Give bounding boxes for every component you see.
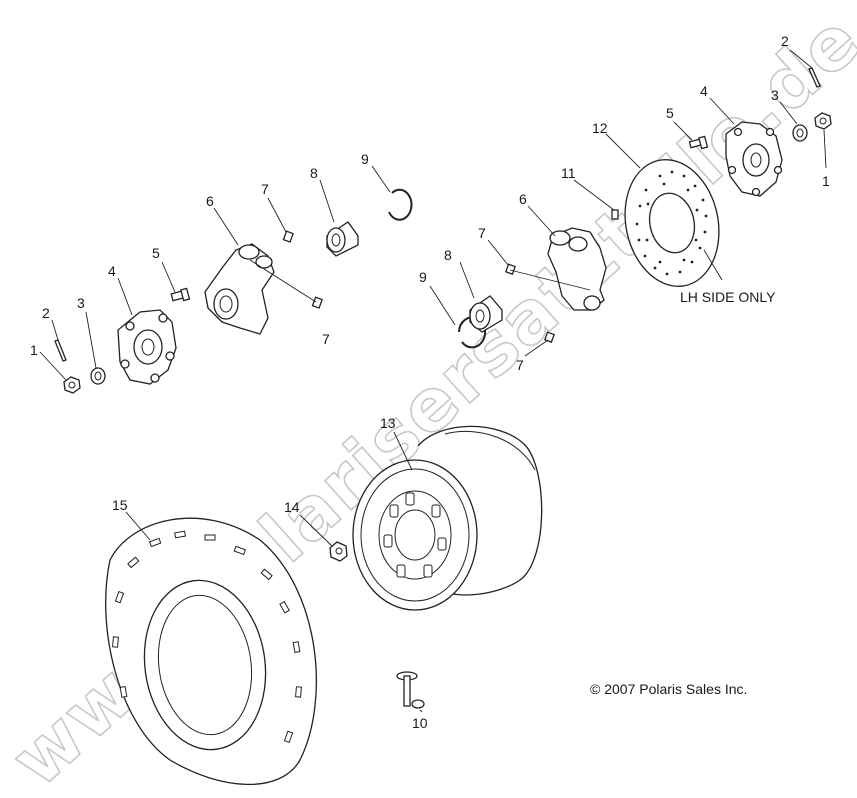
part-5-bolt-left bbox=[170, 287, 191, 302]
callout-10: 10 bbox=[412, 715, 428, 731]
callout-14: 14 bbox=[284, 499, 300, 515]
callout-7-right-a: 7 bbox=[478, 225, 486, 241]
part-2-pin-left bbox=[54, 339, 67, 362]
callout-4-right: 4 bbox=[700, 83, 708, 99]
part-11-bolt bbox=[611, 209, 619, 220]
callout-7-right-b: 7 bbox=[516, 357, 524, 373]
part-12-brake-disc bbox=[624, 159, 720, 287]
callout-9-right: 9 bbox=[419, 269, 427, 285]
callout-13: 13 bbox=[380, 415, 396, 431]
callout-8-left: 8 bbox=[310, 165, 318, 181]
callout-9-left: 9 bbox=[361, 151, 369, 167]
callout-2-right: 2 bbox=[781, 33, 789, 49]
part-10-valve-stem bbox=[396, 671, 425, 709]
callout-11: 11 bbox=[561, 165, 576, 181]
callout-12: 12 bbox=[592, 120, 608, 136]
part-7-fitting-right-b bbox=[543, 331, 555, 343]
callout-1-left: 1 bbox=[30, 342, 38, 358]
callout-1-right: 1 bbox=[822, 173, 830, 189]
part-8-bearing-left bbox=[326, 221, 359, 257]
callout-8-right: 8 bbox=[444, 247, 452, 263]
part-15-tire bbox=[105, 517, 317, 786]
part-9-ring-left bbox=[388, 188, 413, 221]
part-1-nut-left bbox=[63, 376, 81, 394]
part-13-wheel-rim bbox=[352, 425, 543, 611]
callout-3-left: 3 bbox=[77, 295, 85, 311]
part-6-knuckle-right bbox=[547, 227, 607, 311]
part-3-washer-left bbox=[90, 367, 106, 385]
callout-5-right: 5 bbox=[666, 105, 674, 121]
leader-lines bbox=[39, 49, 827, 713]
part-3-washer-right bbox=[792, 124, 808, 142]
copyright-note: © 2007 Polaris Sales Inc. bbox=[590, 681, 747, 697]
part-2-pin-right bbox=[808, 67, 821, 88]
callout-4-left: 4 bbox=[108, 263, 116, 279]
part-5-bolt-right bbox=[688, 135, 709, 150]
part-7-fitting-right-a bbox=[504, 263, 516, 275]
part-7-fitting-left-a bbox=[282, 230, 294, 243]
callout-7-left-a: 7 bbox=[261, 181, 269, 197]
callout-6-right: 6 bbox=[519, 191, 527, 207]
part-4-hub-right bbox=[725, 121, 783, 197]
part-6-knuckle-left bbox=[204, 243, 275, 335]
lh-side-only-note: LH SIDE ONLY bbox=[680, 289, 776, 305]
callout-3-right: 3 bbox=[771, 87, 779, 103]
callout-6-left: 6 bbox=[206, 193, 214, 209]
part-14-lug-nut bbox=[329, 541, 348, 562]
callout-7-left-b: 7 bbox=[322, 331, 330, 347]
callout-2-left: 2 bbox=[42, 305, 50, 321]
callout-5-left: 5 bbox=[152, 245, 160, 261]
part-1-nut-right bbox=[814, 112, 832, 130]
part-8-bearing-right bbox=[469, 295, 503, 333]
callout-15: 15 bbox=[112, 497, 128, 513]
part-4-hub-left bbox=[117, 309, 177, 385]
part-7-fitting-left-b bbox=[311, 296, 323, 309]
